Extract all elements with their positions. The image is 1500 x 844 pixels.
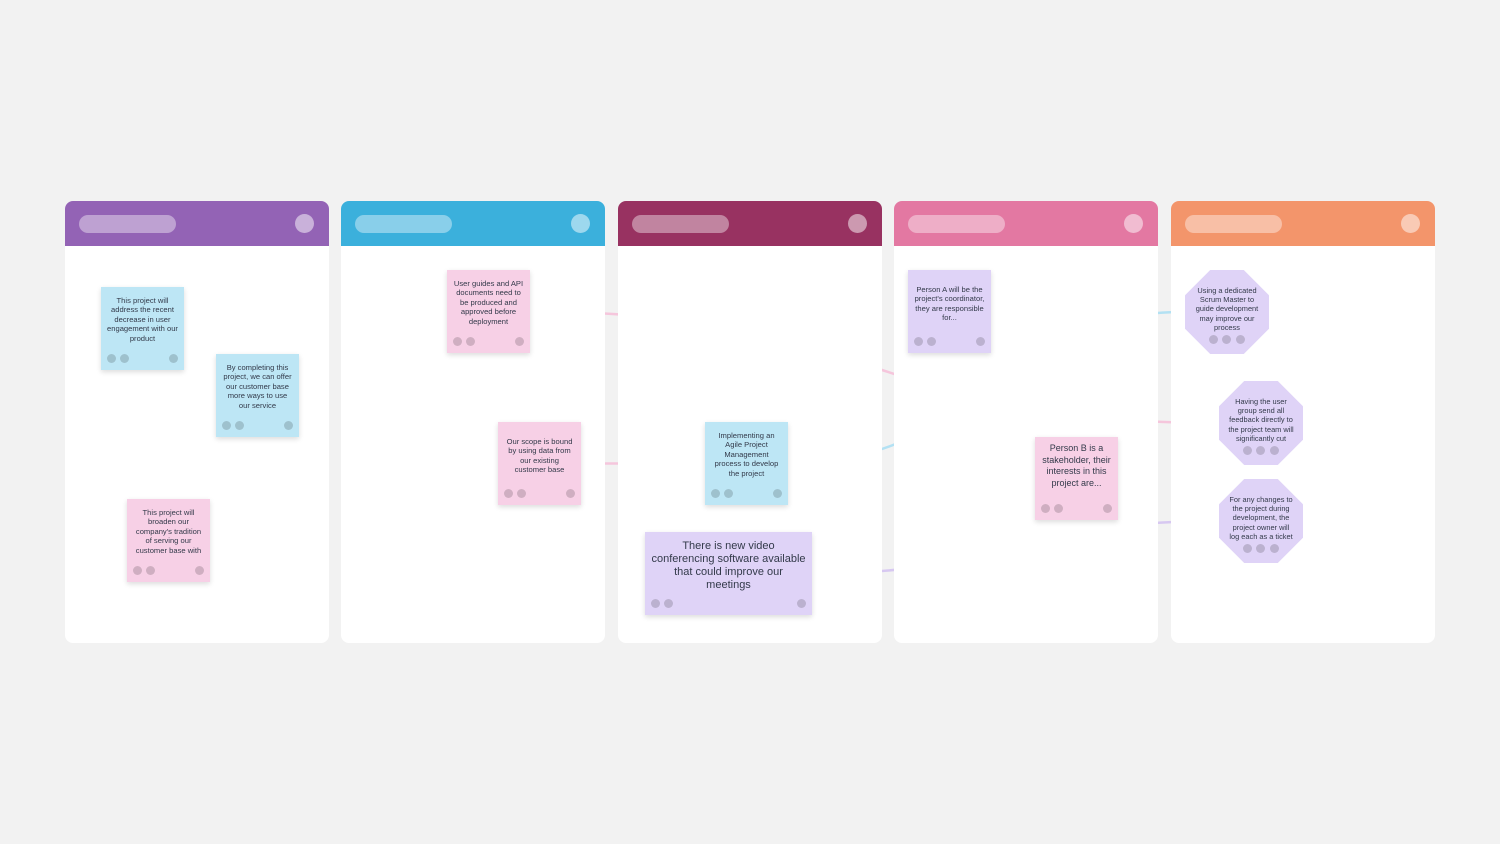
reaction-dot[interactable]	[195, 566, 204, 575]
octagon-note[interactable]: Having the user group send all feedback …	[1219, 381, 1303, 465]
reaction-dot[interactable]	[651, 599, 660, 608]
sticky-note-text: User guides and API documents need to be…	[453, 279, 524, 326]
note-reactions	[651, 599, 806, 608]
reaction-dot[interactable]	[107, 354, 116, 363]
note-reactions	[504, 489, 575, 498]
reaction-dot[interactable]	[517, 489, 526, 498]
note-reactions	[1219, 446, 1303, 455]
note-reactions	[453, 337, 524, 346]
note-reactions	[1219, 544, 1303, 553]
column-1-header[interactable]	[65, 201, 329, 246]
reaction-dot[interactable]	[773, 489, 782, 498]
column-2-title-placeholder[interactable]	[355, 215, 452, 233]
column-1-avatar[interactable]	[295, 214, 314, 233]
octagon-note-text: Having the user group send all feedback …	[1228, 397, 1294, 443]
note-reactions	[133, 566, 204, 575]
sticky-note-text: Implementing an Agile Project Management…	[714, 431, 779, 478]
column-2-header[interactable]	[341, 201, 605, 246]
reaction-dot[interactable]	[1270, 544, 1279, 553]
sticky-note-text: This project will broaden our company's …	[135, 508, 202, 555]
note-reactions	[1185, 335, 1269, 344]
column-5-header[interactable]	[1171, 201, 1435, 246]
sticky-note[interactable]: Person A will be the project's coordinat…	[908, 270, 991, 353]
octagon-note[interactable]: For any changes to the project during de…	[1219, 479, 1303, 563]
reaction-dot[interactable]	[1243, 446, 1252, 455]
column-1-title-placeholder[interactable]	[79, 215, 176, 233]
octagon-note[interactable]: Using a dedicated Scrum Master to guide …	[1185, 270, 1269, 354]
column-3-avatar[interactable]	[848, 214, 867, 233]
reaction-dot[interactable]	[1041, 504, 1050, 513]
column-3-header[interactable]	[618, 201, 882, 246]
note-reactions	[711, 489, 782, 498]
column-5	[1171, 201, 1435, 643]
reaction-dot[interactable]	[1256, 544, 1265, 553]
reaction-dot[interactable]	[146, 566, 155, 575]
reaction-dot[interactable]	[1256, 446, 1265, 455]
reaction-dot[interactable]	[222, 421, 231, 430]
sticky-note[interactable]: This project will broaden our company's …	[127, 499, 210, 582]
sticky-note[interactable]: This project will address the recent dec…	[101, 287, 184, 370]
note-reactions	[107, 354, 178, 363]
reaction-dot[interactable]	[1054, 504, 1063, 513]
column-5-avatar[interactable]	[1401, 214, 1420, 233]
reaction-dot[interactable]	[1222, 335, 1231, 344]
reaction-dot[interactable]	[976, 337, 985, 346]
reaction-dot[interactable]	[284, 421, 293, 430]
note-reactions	[222, 421, 293, 430]
reaction-dot[interactable]	[797, 599, 806, 608]
column-4	[894, 201, 1158, 643]
sticky-note[interactable]: Person B is a stakeholder, their interes…	[1035, 437, 1118, 520]
reaction-dot[interactable]	[169, 354, 178, 363]
sticky-note[interactable]: By completing this project, we can offer…	[216, 354, 299, 437]
reaction-dot[interactable]	[120, 354, 129, 363]
octagon-note-text: For any changes to the project during de…	[1229, 495, 1293, 541]
sticky-note-text: There is new video conferencing software…	[651, 540, 806, 591]
column-4-title-placeholder[interactable]	[908, 215, 1005, 233]
sticky-note[interactable]: Our scope is bound by using data from ou…	[498, 422, 581, 505]
column-4-header[interactable]	[894, 201, 1158, 246]
sticky-note-text: Person B is a stakeholder, their interes…	[1042, 443, 1111, 488]
reaction-dot[interactable]	[1236, 335, 1245, 344]
reaction-dot[interactable]	[453, 337, 462, 346]
reaction-dot[interactable]	[235, 421, 244, 430]
reaction-dot[interactable]	[566, 489, 575, 498]
reaction-dot[interactable]	[515, 337, 524, 346]
reaction-dot[interactable]	[1209, 335, 1218, 344]
sticky-note-text: Person A will be the project's coordinat…	[914, 285, 985, 323]
reaction-dot[interactable]	[466, 337, 475, 346]
sticky-note-text: By completing this project, we can offer…	[223, 363, 292, 410]
sticky-note-text: Our scope is bound by using data from ou…	[506, 437, 573, 475]
column-4-avatar[interactable]	[1124, 214, 1143, 233]
reaction-dot[interactable]	[724, 489, 733, 498]
column-3-title-placeholder[interactable]	[632, 215, 729, 233]
sticky-note-text: This project will address the recent dec…	[107, 296, 178, 343]
reaction-dot[interactable]	[711, 489, 720, 498]
sticky-note[interactable]: There is new video conferencing software…	[645, 532, 812, 615]
reaction-dot[interactable]	[504, 489, 513, 498]
column-2-avatar[interactable]	[571, 214, 590, 233]
octagon-note-text: Using a dedicated Scrum Master to guide …	[1195, 286, 1259, 332]
sticky-note[interactable]: Implementing an Agile Project Management…	[705, 422, 788, 505]
column-5-title-placeholder[interactable]	[1185, 215, 1282, 233]
note-reactions	[914, 337, 985, 346]
reaction-dot[interactable]	[664, 599, 673, 608]
reaction-dot[interactable]	[927, 337, 936, 346]
reaction-dot[interactable]	[1103, 504, 1112, 513]
sticky-note[interactable]: User guides and API documents need to be…	[447, 270, 530, 353]
reaction-dot[interactable]	[133, 566, 142, 575]
note-reactions	[1041, 504, 1112, 513]
reaction-dot[interactable]	[1243, 544, 1252, 553]
reaction-dot[interactable]	[914, 337, 923, 346]
reaction-dot[interactable]	[1270, 446, 1279, 455]
